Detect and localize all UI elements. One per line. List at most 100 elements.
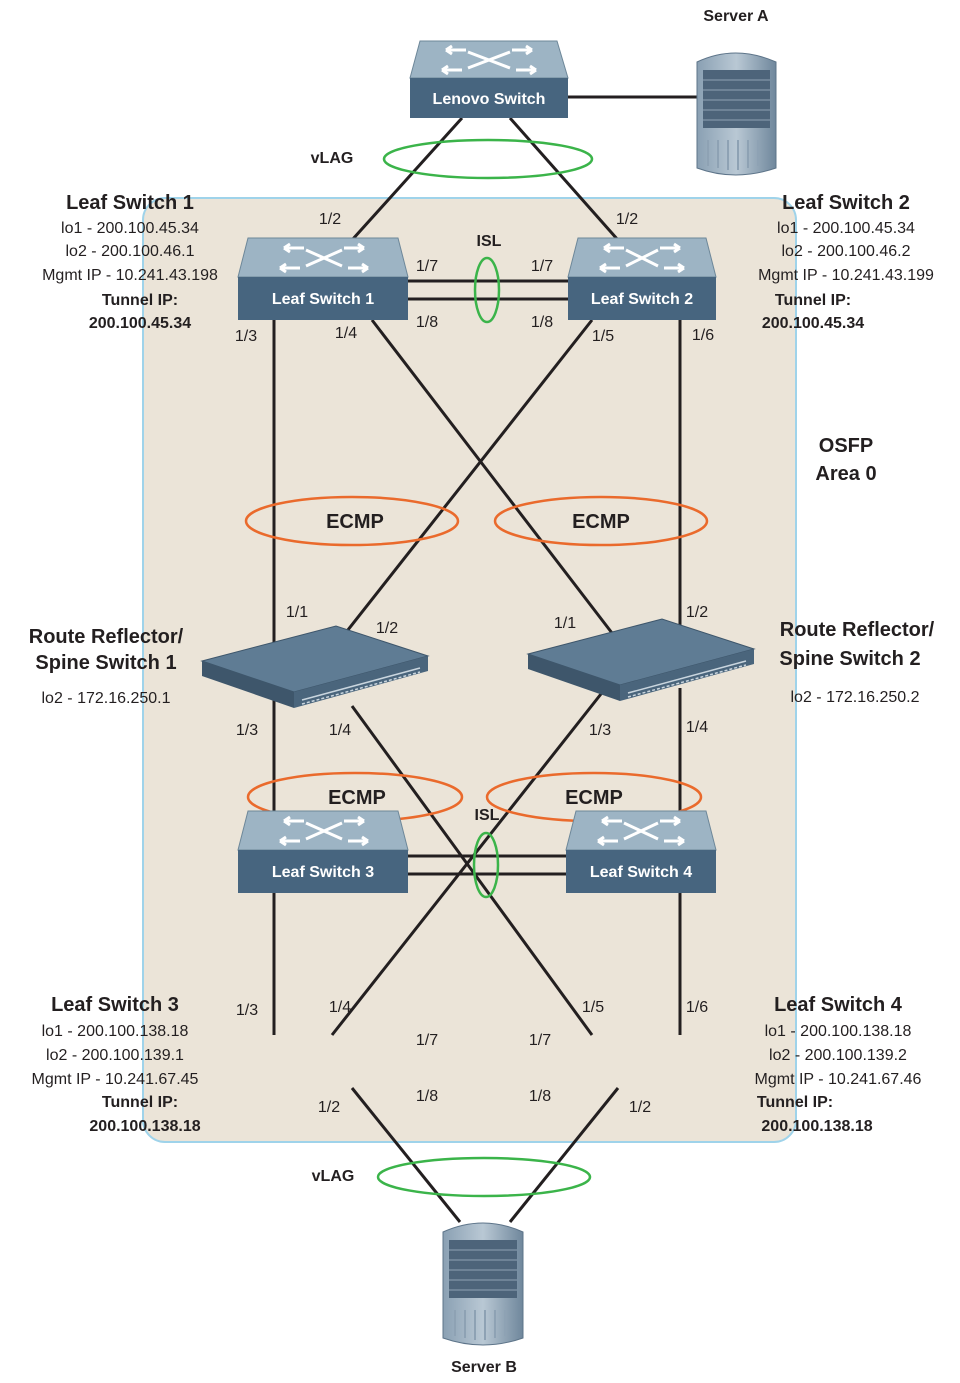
switch-icon: [409, 40, 569, 118]
ecmp-label-1: ECMP: [326, 511, 384, 533]
leaf-1-tunnel-ip: 200.100.45.34: [89, 315, 191, 332]
link-spine1-leaf4: [350, 705, 594, 1036]
port-labels: 1/2 1/2 1/7 1/7 1/8 1/8 1/3 1/4 1/5 1/6 …: [235, 211, 714, 1116]
port-label: 1/4: [329, 722, 351, 739]
ecmp-label-3: ECMP: [328, 787, 386, 809]
leaf-2-lo2: lo2 - 200.100.46.2: [782, 243, 911, 260]
vlag-bottom-ellipse: [376, 1156, 592, 1198]
server-icon: [442, 1222, 524, 1346]
link-leaf1-spine2: [370, 319, 614, 634]
switch-icon: [567, 237, 717, 320]
port-label: 1/6: [686, 999, 708, 1016]
ospf-area: [142, 197, 797, 1143]
ecmp-ellipse-1: [244, 495, 460, 547]
switch-icon: [565, 810, 717, 893]
link-leaf2-spine1: [338, 319, 594, 641]
isl-bottom-label: ISL: [475, 807, 500, 824]
area-label-line2: Area 0: [815, 463, 876, 485]
port-label: 1/2: [376, 620, 398, 637]
leaf-1-lo1: lo1 - 200.100.45.34: [61, 220, 199, 237]
leaf-3-tunnel-ip: 200.100.138.18: [89, 1118, 200, 1135]
port-label: 1/7: [416, 1032, 438, 1049]
leaf-4-lo1: lo1 - 200.100.138.18: [765, 1023, 912, 1040]
lenovo-switch: Lenovo Switch: [409, 40, 569, 118]
port-label: 1/2: [616, 211, 638, 228]
port-label: 1/3: [236, 1002, 258, 1019]
lenovo-switch-label: Lenovo Switch: [433, 91, 546, 108]
leaf-3-lo1: lo1 - 200.100.138.18: [42, 1023, 189, 1040]
port-label: 1/5: [582, 999, 604, 1016]
leaf-1-lo2: lo2 - 200.100.46.1: [66, 243, 195, 260]
leaf-2-lo1: lo1 - 200.100.45.34: [777, 220, 915, 237]
leaf-3-tunnel-label: Tunnel IP:: [102, 1094, 178, 1111]
spine-switch-icon: [200, 625, 430, 708]
leaf-1-tunnel-label: Tunnel IP:: [102, 292, 178, 309]
spine-2-title-line2: Spine Switch 2: [779, 648, 920, 670]
port-label: 1/2: [318, 1099, 340, 1116]
vlag-top-label: vLAG: [311, 150, 354, 167]
port-label: 1/4: [335, 325, 357, 342]
link-lenovo-leaf1: [350, 116, 464, 242]
port-label: 1/4: [686, 719, 708, 736]
port-label: 1/5: [592, 328, 614, 345]
server-icon: [696, 52, 777, 176]
spine-switch-1: [200, 625, 430, 708]
leaf-switch-1: Leaf Switch 1: [237, 237, 409, 320]
spine-1-title-line1: Route Reflector/: [29, 626, 184, 648]
switch-icon: [237, 810, 409, 893]
port-label: 1/8: [416, 314, 438, 331]
leaf-3-mgmt: Mgmt IP - 10.241.67.45: [32, 1071, 199, 1088]
link-lenovo-leaf2: [508, 117, 620, 241]
leaf-4-title: Leaf Switch 4: [774, 994, 903, 1016]
port-label: 1/2: [319, 211, 341, 228]
spine-switch-2: [526, 618, 756, 701]
isl-top-ellipse: [473, 256, 501, 324]
leaf-4-tunnel-label: Tunnel IP:: [757, 1094, 833, 1111]
area-label-line1: OSFP: [819, 435, 873, 457]
leaf-4-lo2: lo2 - 200.100.139.2: [769, 1047, 907, 1064]
port-label: 1/1: [286, 604, 308, 621]
leaf-2-mgmt: Mgmt IP - 10.241.43.199: [758, 267, 934, 284]
spine-2-lo2: lo2 - 172.16.250.2: [791, 689, 920, 706]
leaf-switch-3-icon-label: Leaf Switch 3: [272, 864, 374, 881]
spine-1-lo2: lo2 - 172.16.250.1: [42, 690, 171, 707]
leaf-switch-1-icon-label: Leaf Switch 1: [272, 291, 374, 308]
port-label: 1/3: [236, 722, 258, 739]
leaf-4-tunnel-ip: 200.100.138.18: [761, 1118, 872, 1135]
leaf-switch-2: Leaf Switch 2: [567, 237, 717, 320]
port-label: 1/7: [416, 258, 438, 275]
port-label: 1/3: [235, 328, 257, 345]
leaf-switch-3: Leaf Switch 3: [237, 810, 409, 893]
server-b: Server B: [442, 1222, 524, 1376]
port-label: 1/1: [554, 615, 576, 632]
port-label: 1/8: [416, 1088, 438, 1105]
link-leaf4-server-b: [508, 1087, 620, 1223]
isl-bottom-ellipse: [472, 831, 500, 899]
leaf-2-tunnel-label: Tunnel IP:: [775, 292, 851, 309]
link-leaf3-server-b: [350, 1087, 462, 1223]
leaf-4-mgmt: Mgmt IP - 10.241.67.46: [755, 1071, 922, 1088]
port-label: 1/8: [531, 314, 553, 331]
spine-1-title-line2: Spine Switch 1: [35, 652, 176, 674]
switch-icon: [237, 237, 409, 320]
server-a: Server A: [696, 8, 777, 176]
leaf-switch-4: Leaf Switch 4: [565, 810, 717, 893]
leaf-3-lo2: lo2 - 200.100.139.1: [46, 1047, 184, 1064]
spine-2-title-line1: Route Reflector/: [780, 619, 935, 641]
server-a-label: Server A: [703, 8, 769, 25]
ecmp-ellipse-2: [493, 495, 709, 547]
ecmp-label-2: ECMP: [572, 511, 630, 533]
port-label: 1/6: [692, 327, 714, 344]
port-label: 1/2: [686, 604, 708, 621]
leaf-3-title: Leaf Switch 3: [51, 994, 179, 1016]
isl-top-label: ISL: [477, 233, 502, 250]
port-label: 1/8: [529, 1088, 551, 1105]
leaf-1-mgmt: Mgmt IP - 10.241.43.198: [42, 267, 218, 284]
leaf-2-title: Leaf Switch 2: [782, 192, 910, 214]
leaf-2-tunnel-ip: 200.100.45.34: [762, 315, 864, 332]
leaf-switch-2-icon-label: Leaf Switch 2: [591, 291, 693, 308]
port-label: 1/7: [529, 1032, 551, 1049]
server-b-label: Server B: [451, 1359, 517, 1376]
port-label: 1/4: [329, 999, 351, 1016]
